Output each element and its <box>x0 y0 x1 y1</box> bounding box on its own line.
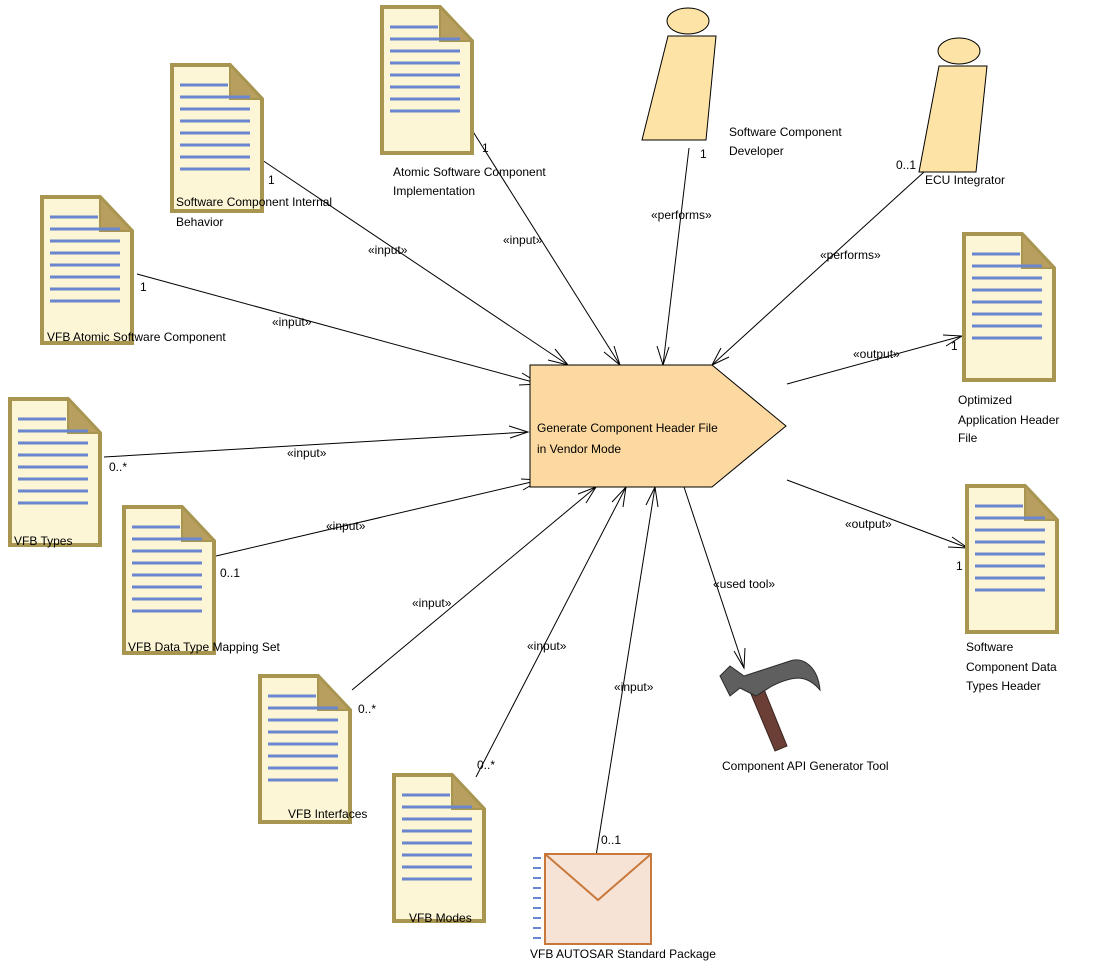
artifact-vfb-modes-label-line1: VFB Modes <box>409 911 472 925</box>
artifact-dt-header-label-line3: Types Header <box>966 679 1041 693</box>
artifact-vfb-types[interactable]: VFB Types <box>8 397 102 548</box>
artifact-internal-behavior-label-line1: Software Component Internal <box>176 195 332 209</box>
edge-internal-behavior[interactable] <box>261 159 569 366</box>
edges: «input» 1 «input» 1 «input» 1 «input» 0.… <box>103 129 970 857</box>
artifact-dt-header-label-line1: Software <box>966 640 1014 654</box>
edge-swc-developer-multiplicity: 1 <box>700 147 707 161</box>
document-icon <box>8 397 102 547</box>
edge-ecu-integrator-multiplicity: 0..1 <box>896 158 916 172</box>
artifact-atomic-impl-label-line2: Implementation <box>393 184 475 198</box>
edge-opt-header-multiplicity: 1 <box>951 339 958 353</box>
document-icon <box>392 773 486 923</box>
edge-dt-header-stereotype: «output» <box>845 517 892 531</box>
edge-atomic-impl-multiplicity: 1 <box>482 141 489 155</box>
document-icon <box>258 674 352 824</box>
edge-autosar-pkg-stereotype: «input» <box>614 680 654 694</box>
edge-vfb-modes-multiplicity: 0..* <box>477 758 495 772</box>
edge-dt-header[interactable] <box>786 479 969 549</box>
document-icon <box>965 484 1059 634</box>
task-label-line2: in Vendor Mode <box>537 442 621 456</box>
artifact-dt-header-label-line2: Component Data <box>966 660 1057 674</box>
artifact-vfb-interfaces-label-line1: VFB Interfaces <box>288 807 367 821</box>
tool-api-gen-label-line1: Component API Generator Tool <box>722 759 889 773</box>
artifact-vfb-dtms-label-line1: VFB Data Type Mapping Set <box>128 640 281 654</box>
edge-swc-developer-stereotype: «performs» <box>651 208 712 222</box>
edge-api-gen[interactable] <box>683 486 745 669</box>
artifact-opt-header-label-line3: File <box>958 431 978 445</box>
artifact-vfb-interfaces[interactable]: VFB Interfaces <box>258 674 367 824</box>
role-figure-icon <box>918 37 988 173</box>
task-generate-header[interactable]: Generate Component Header File in Vendor… <box>529 364 787 488</box>
artifact-vfb-atomic-label-line1: VFB Atomic Software Component <box>47 330 226 344</box>
edge-dt-header-multiplicity: 1 <box>956 559 963 573</box>
artifact-opt-header[interactable]: Optimized Application Header File <box>958 232 1059 445</box>
edge-vfb-types[interactable] <box>103 431 529 458</box>
edge-vfb-modes-stereotype: «input» <box>527 639 567 653</box>
role-figure-icon <box>641 7 717 141</box>
edge-swc-developer[interactable] <box>662 147 690 366</box>
artifact-autosar-pkg[interactable]: VFB AUTOSAR Standard Package <box>530 853 716 961</box>
role-swc-developer[interactable]: Software Component Developer <box>641 7 842 158</box>
arrowhead-atomic-impl <box>603 345 621 367</box>
artifact-atomic-impl-label-line1: Atomic Software Component <box>393 165 546 179</box>
artifact-dt-header[interactable]: Software Component Data Types Header <box>965 484 1059 693</box>
edge-opt-header[interactable] <box>786 335 963 385</box>
edge-vfb-dtms-stereotype: «input» <box>326 519 366 533</box>
edge-vfb-dtms[interactable] <box>215 479 541 557</box>
edge-vfb-atomic-multiplicity: 1 <box>140 280 147 294</box>
tool-api-gen[interactable]: Component API Generator Tool <box>719 659 889 773</box>
edge-atomic-impl[interactable] <box>471 129 621 366</box>
edge-autosar-pkg[interactable] <box>595 486 656 857</box>
role-ecu-integrator[interactable]: ECU Integrator <box>918 37 1005 187</box>
edge-ecu-integrator-stereotype: «performs» <box>820 248 881 262</box>
edge-atomic-impl-stereotype: «input» <box>503 233 543 247</box>
document-icon <box>170 63 264 213</box>
arrowhead-vfb-types <box>508 425 530 439</box>
artifact-vfb-atomic[interactable]: VFB Atomic Software Component <box>40 195 226 345</box>
artifact-vfb-dtms[interactable]: VFB Data Type Mapping Set <box>122 505 281 655</box>
artifact-internal-behavior[interactable]: Software Component Internal Behavior <box>170 63 332 229</box>
task-shape <box>529 364 787 488</box>
hammer-icon <box>719 659 821 752</box>
envelope-icon <box>544 853 652 945</box>
role-swc-developer-label-line2: Developer <box>729 144 784 158</box>
edge-vfb-types-multiplicity: 0..* <box>109 460 127 474</box>
arrowhead-api-gen <box>733 647 746 670</box>
edge-autosar-pkg-multiplicity: 0..1 <box>601 833 621 847</box>
edge-vfb-dtms-multiplicity: 0..1 <box>220 566 240 580</box>
artifact-opt-header-label-line1: Optimized <box>958 393 1012 407</box>
document-icon <box>40 195 134 345</box>
artifact-autosar-pkg-label-line1: VFB AUTOSAR Standard Package <box>530 947 716 961</box>
artifact-atomic-impl[interactable]: Atomic Software Component Implementation <box>380 5 546 198</box>
edge-opt-header-stereotype: «output» <box>853 347 900 361</box>
artifact-vfb-modes[interactable]: VFB Modes <box>392 773 486 925</box>
edge-internal-behavior-stereotype: «input» <box>368 243 408 257</box>
artifact-internal-behavior-label-line2: Behavior <box>176 215 223 229</box>
edge-vfb-interfaces-stereotype: «input» <box>412 596 452 610</box>
role-swc-developer-label-line1: Software Component <box>729 125 842 139</box>
edge-vfb-interfaces-multiplicity: 0..* <box>358 702 376 716</box>
edge-ecu-integrator[interactable] <box>711 171 925 366</box>
artifact-vfb-types-label-line1: VFB Types <box>14 534 72 548</box>
document-icon <box>380 5 474 155</box>
document-icon <box>962 232 1056 382</box>
role-ecu-integrator-label-line1: ECU Integrator <box>925 173 1005 187</box>
document-icon <box>122 505 216 655</box>
edge-vfb-atomic-stereotype: «input» <box>272 315 312 329</box>
edge-vfb-modes[interactable] <box>475 486 627 778</box>
task-label-line1: Generate Component Header File <box>537 421 718 435</box>
edge-vfb-interfaces[interactable] <box>351 486 597 691</box>
edge-api-gen-stereotype: «used tool» <box>713 577 775 591</box>
edge-vfb-atomic[interactable] <box>136 273 541 385</box>
edge-internal-behavior-multiplicity: 1 <box>268 173 275 187</box>
edge-vfb-types-stereotype: «input» <box>287 446 327 460</box>
package-lines <box>533 857 541 939</box>
artifact-opt-header-label-line2: Application Header <box>958 413 1059 427</box>
